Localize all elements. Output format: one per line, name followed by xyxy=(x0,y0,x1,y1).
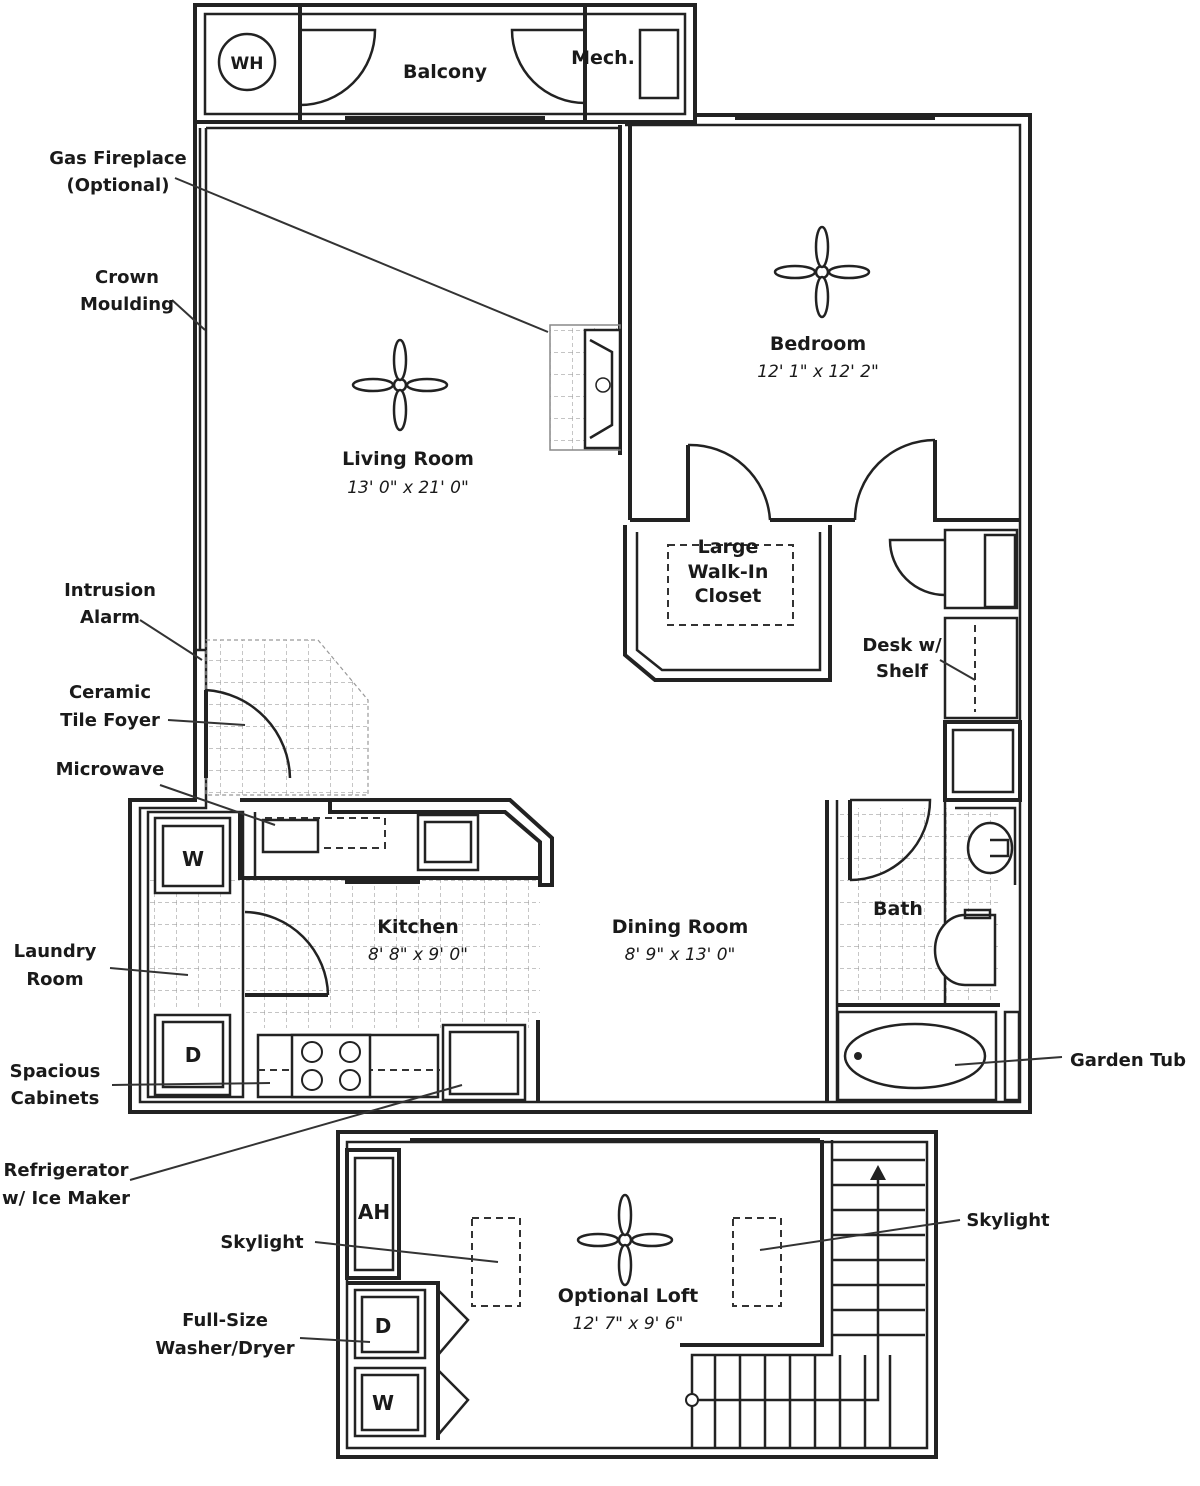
water-heater-icon xyxy=(217,32,277,92)
loft-dims: 12' 7" x 9' 6" xyxy=(573,1314,684,1334)
refrigerator-callout: Refrigerator xyxy=(4,1160,129,1181)
ceramic-tile-callout: Ceramic xyxy=(69,682,151,703)
garden-tub-callout: Garden Tub xyxy=(1070,1050,1186,1071)
laundry-room-callout: Laundry xyxy=(14,941,97,962)
water-heater-label: WH xyxy=(231,54,264,74)
ceiling-fan-icon xyxy=(351,338,449,432)
washer-label: W xyxy=(182,847,204,871)
balcony-label: Balcony xyxy=(403,61,488,83)
skylight-left-callout: Skylight xyxy=(220,1232,304,1253)
main-walls xyxy=(128,113,1032,1114)
air-handler-label: AH xyxy=(358,1200,390,1224)
closet-label-line2: Walk-In xyxy=(688,561,769,583)
skylight-right-callout: Skylight xyxy=(966,1210,1050,1231)
dining-room-dims: 8' 9" x 13' 0" xyxy=(625,945,736,965)
bath-label: Bath xyxy=(873,898,923,920)
microwave-callout: Microwave xyxy=(56,759,165,780)
washer-dryer-callout: Full-Size xyxy=(182,1310,268,1331)
spacious-cabinets-callout-sub: Cabinets xyxy=(11,1088,100,1109)
loft-washer-label: W xyxy=(372,1391,394,1415)
spacious-cabinets-callout: Spacious xyxy=(10,1061,101,1082)
living-room-label: Living Room xyxy=(342,448,474,470)
crown-moulding-callout: Crown xyxy=(95,267,159,288)
dining-room-label: Dining Room xyxy=(612,916,749,938)
laundry-room-callout-sub: Room xyxy=(26,969,83,990)
bath-area xyxy=(825,798,1021,1102)
loft-label: Optional Loft xyxy=(558,1285,698,1307)
bedroom-label: Bedroom xyxy=(770,333,866,355)
gas-fireplace-callout: Gas Fireplace xyxy=(49,148,187,169)
loft-dryer-label: D xyxy=(375,1314,392,1338)
living-room-dims: 13' 0" x 21' 0" xyxy=(347,478,469,498)
dryer-label: D xyxy=(185,1043,202,1067)
fireplace xyxy=(549,324,622,451)
foyer-tile xyxy=(196,639,369,796)
ceiling-fan-icon xyxy=(576,1193,674,1287)
closet-label-line1: Large xyxy=(698,536,759,558)
closet-label-line3: Closet xyxy=(695,585,762,607)
gas-fireplace-callout-sub: (Optional) xyxy=(67,175,170,196)
intrusion-alarm-callout: Intrusion xyxy=(64,580,156,601)
kitchen-dims: 8' 8" x 9' 0" xyxy=(368,945,468,965)
ceiling-fan-icon xyxy=(773,225,871,319)
loft-area: AH D W xyxy=(336,1130,938,1459)
desk-shelf-callout: Desk w/ xyxy=(862,635,942,656)
crown-moulding-callout-sub: Moulding xyxy=(80,294,174,315)
intrusion-alarm-callout-sub: Alarm xyxy=(80,607,140,628)
leader-lines xyxy=(109,177,1063,1343)
refrigerator-callout-sub: w/ Ice Maker xyxy=(2,1188,130,1209)
desk-shelf-callout-sub: Shelf xyxy=(876,661,928,682)
ceramic-tile-callout-sub: Tile Foyer xyxy=(60,710,160,731)
washer-dryer-callout-sub: Washer/Dryer xyxy=(155,1338,294,1359)
mech-label: Mech. xyxy=(571,47,635,69)
bedroom-dims: 12' 1" x 12' 2" xyxy=(757,362,879,382)
kitchen-label: Kitchen xyxy=(377,916,459,938)
kitchen-area: W D xyxy=(146,798,554,1102)
balcony-area: WH Balcony Mech. xyxy=(193,3,697,124)
